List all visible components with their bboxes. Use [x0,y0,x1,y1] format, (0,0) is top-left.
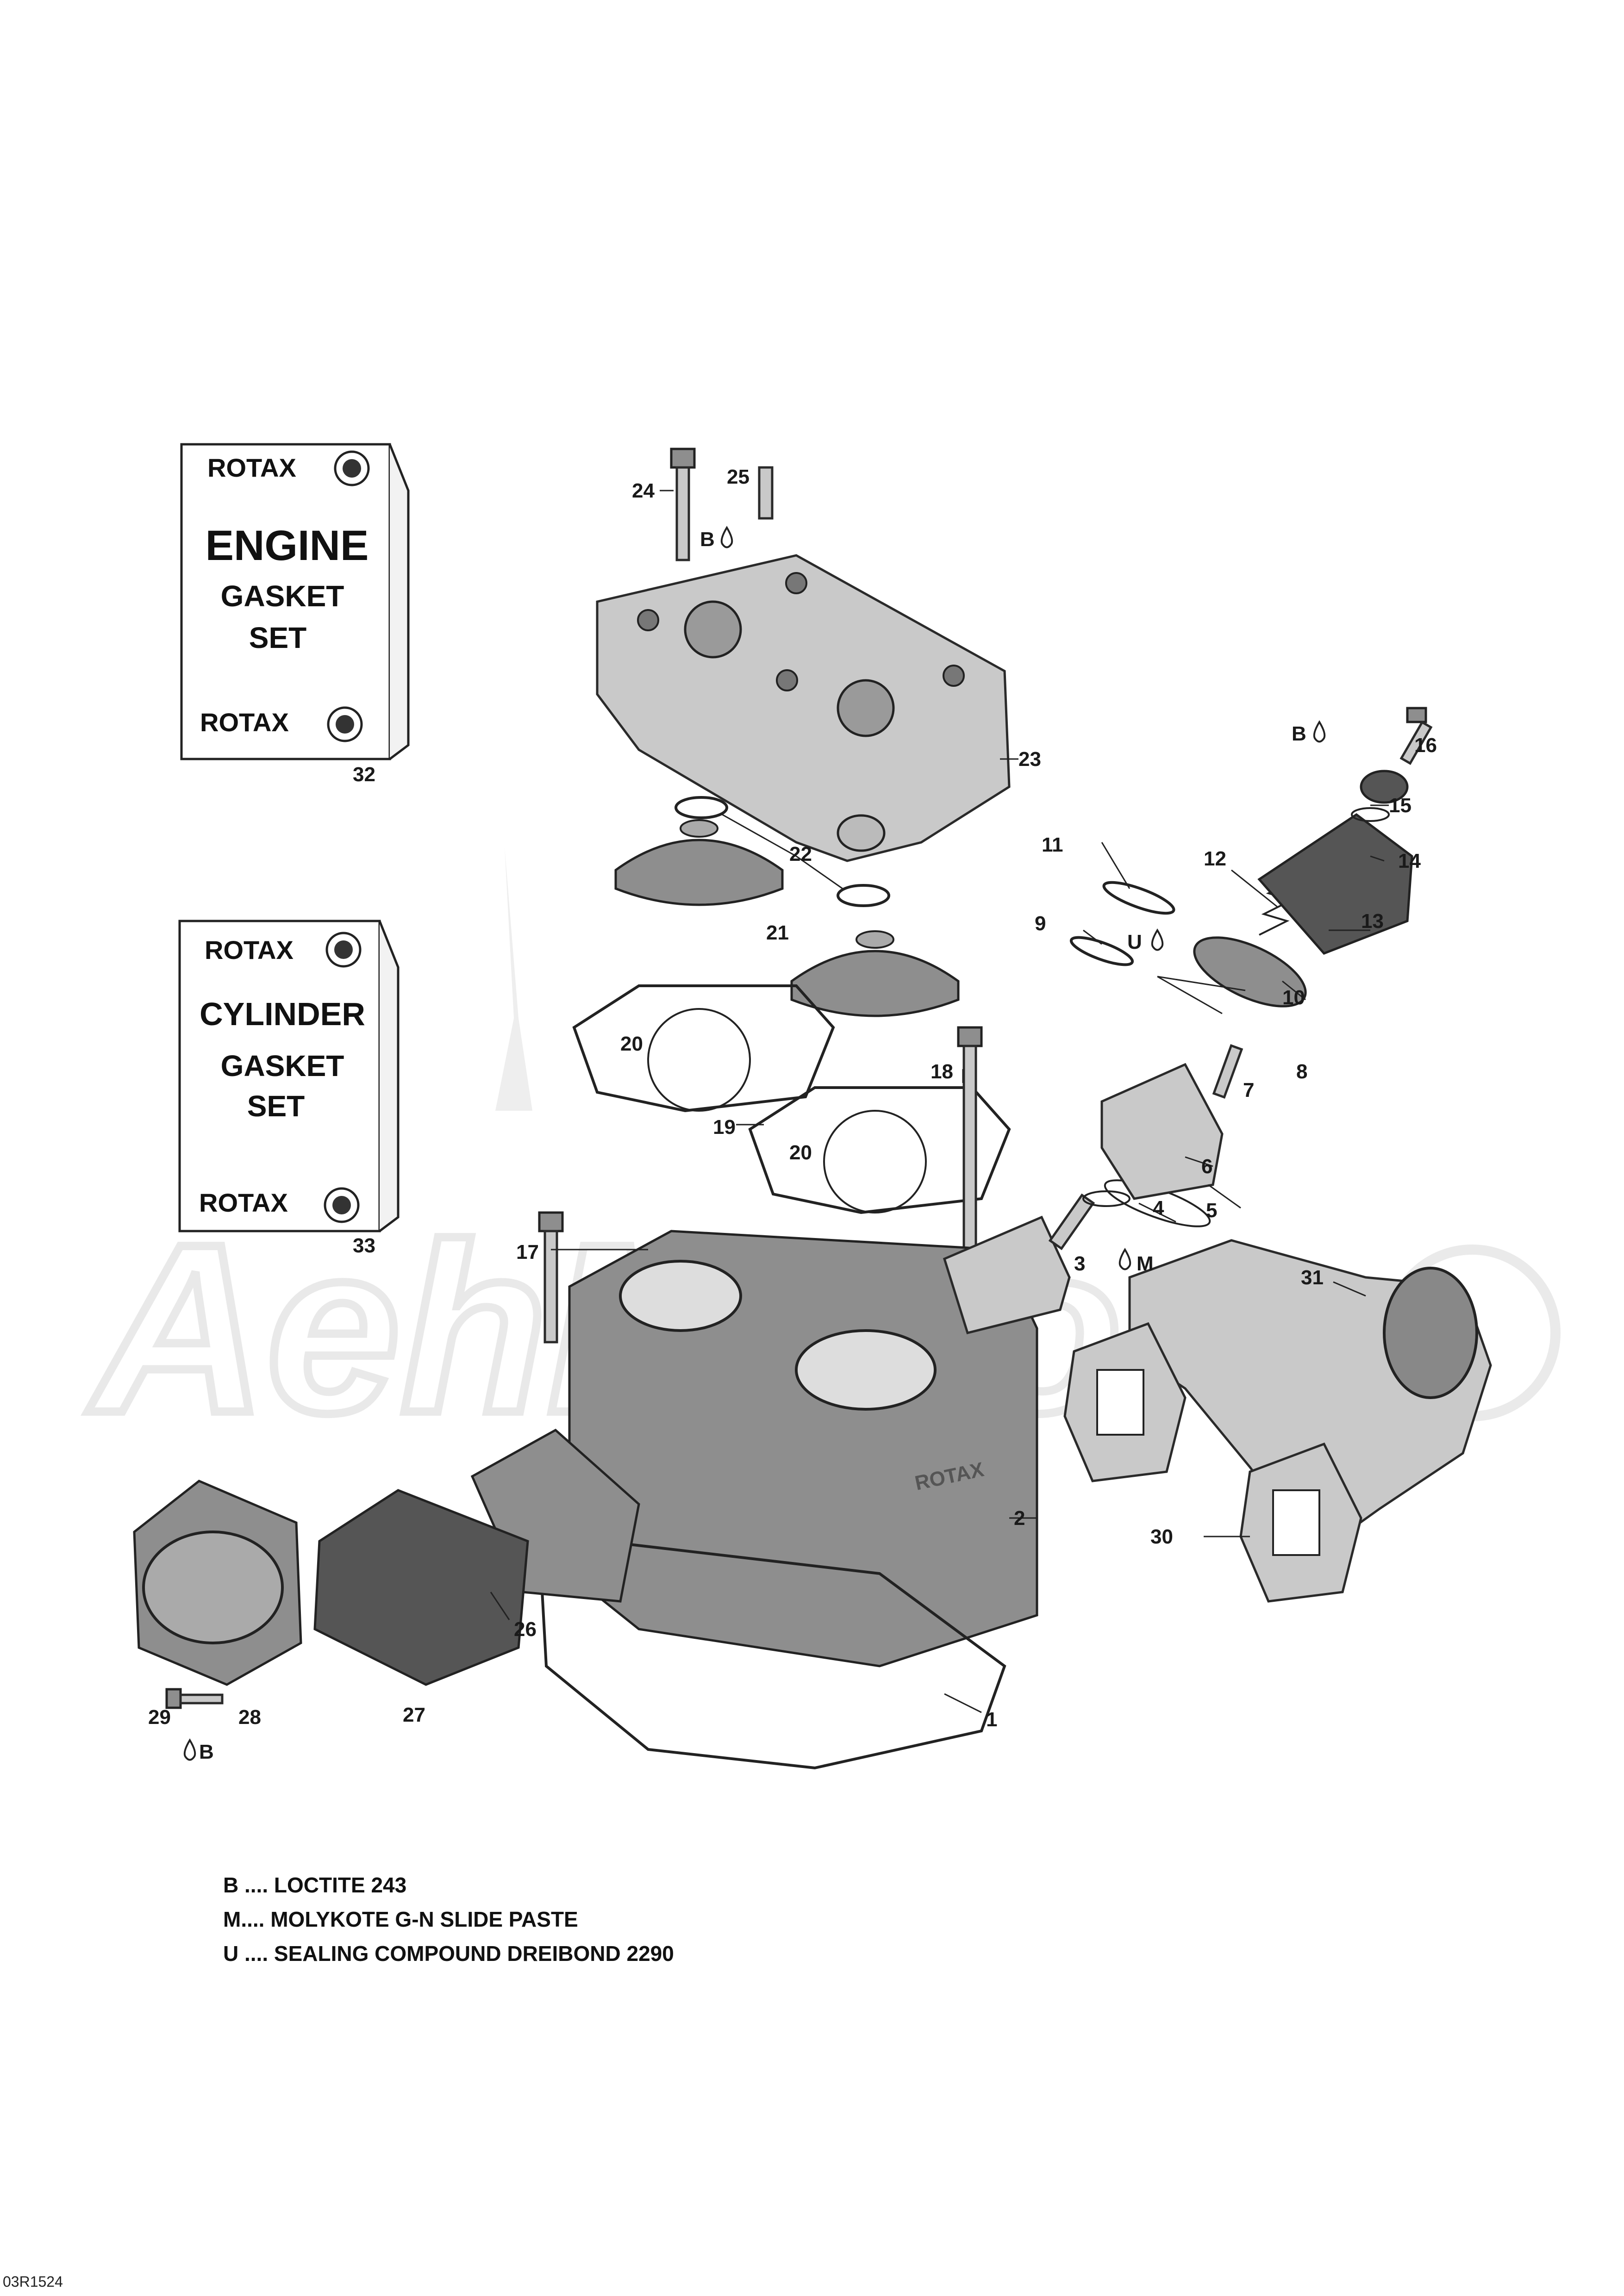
leader-lines [490,490,1389,1713]
bolt-part [1399,707,1433,765]
callout-9: 9 [1035,912,1046,935]
callout-29: 29 [148,1706,171,1729]
callout-14: 14 [1398,850,1421,872]
rave-valve-part [943,1193,1095,1334]
kit-brand-top: ROTAX [205,935,294,964]
callout-3: 3 [1074,1252,1085,1275]
compound-legend: B .... LOCTITE 243 M.... MOLYKOTE G-N SL… [223,1868,674,1971]
ring-part [1082,1190,1131,1207]
screw-part [1212,1044,1243,1099]
base-gasket-part [540,1539,1006,1770]
callout-32: 32 [353,763,375,786]
callout-8: 8 [1296,1060,1307,1083]
kit-title-line: GASKET [221,579,344,613]
callout-22: 22 [789,843,812,865]
callout-5: 5 [1206,1199,1217,1222]
compound-mark: B [1292,722,1306,745]
brp-logo-icon [334,450,370,486]
kit-brand-bottom: ROTAX [200,708,289,737]
reference-code: 03R1524 [3,2273,63,2290]
callout-27: 27 [403,1704,425,1726]
exhaust-gasket-part [1063,1322,1187,1482]
callout-2: 2 [1014,1507,1025,1530]
callout-23: 23 [1018,748,1041,771]
valve-housing-part [1100,1063,1224,1200]
compound-marks: B B U M B [183,526,1326,1763]
callout-25: 25 [727,466,750,488]
drop-icon [183,1738,196,1761]
brp-logo-icon [327,706,363,742]
o-ring-part [675,796,728,819]
callout-6: 6 [1201,1155,1212,1178]
compound-mark: B [700,528,715,551]
o-ring-part [837,884,890,907]
callout-28: 28 [238,1706,261,1729]
drop-icon [1313,720,1326,743]
drop-icon [720,526,733,548]
seal-ring-part [1102,881,1175,915]
callout-1: 1 [986,1708,997,1731]
head-gasket-part [572,984,835,1113]
callout-20: 20 [620,1033,643,1055]
ring-part [1069,936,1134,966]
drop-icon [1151,928,1164,951]
compound-mark: M [1137,1252,1154,1275]
kit-title-line: ENGINE [206,522,369,569]
cylinder-head-part [596,554,1011,862]
callout-33: 33 [353,1234,375,1257]
cap-part [1360,770,1409,804]
kit-brand-top: ROTAX [207,453,296,482]
callout-24: 24 [632,479,655,502]
callout-30: 30 [1150,1525,1173,1548]
head-bolt-part [670,448,696,561]
stud-part [758,466,774,520]
valve-cover-part [1257,813,1413,955]
callout-21: 21 [766,921,789,944]
exhaust-gasket-part [1239,1442,1362,1603]
drop-icon [1118,1248,1131,1270]
screw-part [165,1688,224,1709]
callout-20: 20 [789,1141,812,1164]
legend-item: M.... MOLYKOTE G-N SLIDE PASTE [223,1907,578,1931]
callout-7: 7 [1243,1079,1254,1101]
callout-numbers: 1 2 3 4 5 6 7 8 9 10 11 12 13 14 15 16 1… [148,466,1437,1731]
head-gasket-part [748,1086,1011,1214]
cylinder-block-part: ROTAX [568,1230,1038,1668]
kit-title-line: CYLINDER [200,996,365,1032]
callout-26: 26 [514,1618,537,1641]
exhaust-manifold-part [1128,1239,1492,1557]
callout-12: 12 [1204,847,1226,870]
callout-4: 4 [1153,1197,1164,1220]
brp-logo-icon [324,1187,360,1223]
reed-housing-part [313,1489,529,1686]
compound-mark: B [199,1741,214,1763]
combustion-dome-part [790,930,960,1017]
intake-adaptor-part [133,1480,302,1686]
callout-17: 17 [516,1241,539,1263]
callout-13: 13 [1361,910,1384,933]
kit-brand-bottom: ROTAX [199,1188,288,1217]
kit-title-line: GASKET [221,1049,344,1083]
kit-title-line: SET [249,621,306,654]
cylinder-gasket-kit: ROTAX CYLINDER GASKET SET ROTAX 33 [178,920,400,1257]
brp-logo-icon [325,932,362,968]
callout-15: 15 [1389,794,1412,817]
legend-item: B .... LOCTITE 243 [223,1873,407,1897]
compound-mark: U [1127,931,1142,953]
callout-11: 11 [1042,834,1063,856]
combustion-dome-part [614,819,784,906]
diaphragm-part [1193,936,1307,1008]
callout-19: 19 [713,1116,736,1139]
callout-16: 16 [1414,734,1437,757]
callout-18: 18 [931,1060,953,1083]
o-ring-part [1351,807,1390,822]
kit-title-line: SET [247,1089,305,1123]
callout-31: 31 [1301,1266,1324,1289]
legend-item: U .... SEALING COMPOUND DREIBOND 2290 [223,1941,674,1966]
callout-10: 10 [1282,986,1305,1009]
engine-gasket-kit: ROTAX ENGINE GASKET SET ROTAX 32 [180,443,410,786]
